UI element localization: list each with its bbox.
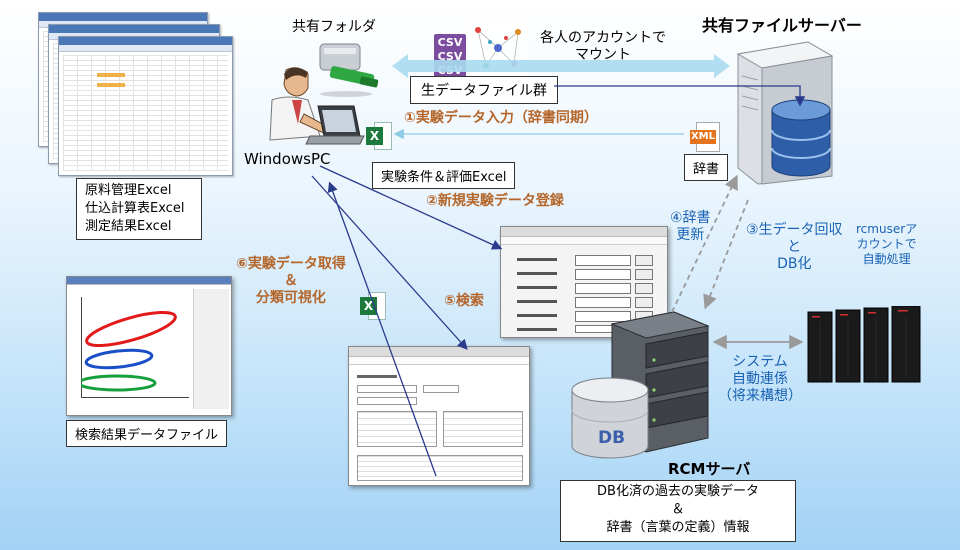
search-result-chart-screenshot — [66, 276, 232, 416]
step3-label: ③生データ回収 と DB化 — [746, 222, 843, 272]
excel-file-icon: X — [360, 292, 386, 320]
account-mount-label: 各人のアカウントで マウント — [540, 30, 666, 63]
system-link-note: システム 自動連係 （将来構想） — [718, 354, 802, 404]
step1-label: ①実験データ入力（辞書同期） — [404, 110, 598, 126]
step4-arrow — [671, 174, 738, 313]
xml-file-icon: XML — [690, 122, 720, 152]
db-label: DB — [598, 428, 626, 448]
step3-arrow — [703, 199, 749, 310]
step5-label: ⑤検索 — [444, 293, 484, 309]
database-cylinder-icon — [771, 99, 831, 177]
rcm-database-cylinder-icon — [571, 377, 649, 459]
conditions-excel-label: 実験条件＆評価Excel — [372, 162, 516, 189]
step2-label: ②新規実験データ登録 — [426, 193, 564, 209]
excel-file-icon: X — [366, 122, 392, 150]
usb-drive-icon — [319, 43, 379, 97]
excel-list-item: 仕込計算表Excel — [85, 201, 185, 216]
network-graph-image — [468, 20, 528, 76]
classification-ellipses — [81, 310, 177, 392]
csv-file-icon: CSV — [434, 34, 466, 52]
shared-file-server-label: 共有ファイルサーバー — [702, 16, 862, 35]
supercomputer-icon — [807, 306, 921, 383]
shared-folder-label: 共有フォルダ — [292, 19, 376, 35]
windows-pc-label: WindowsPC — [244, 150, 331, 168]
excel-list-item: 測定結果Excel — [85, 219, 172, 234]
step4-label: ④辞書 更新 — [670, 210, 711, 243]
db-description-box: DB化済の過去の実験データ ＆ 辞書（言葉の定義）情報 — [560, 480, 796, 542]
person-at-laptop-icon — [269, 67, 365, 145]
step6-label: ⑥実験データ取得 ＆ 分類可視化 — [236, 256, 346, 306]
search-ui-screenshot — [348, 346, 530, 486]
excel-list-item: 原料管理Excel — [85, 183, 172, 198]
raw-data-files-label: 生データファイル群 — [410, 76, 558, 104]
search-result-file-label: 検索結果データファイル — [66, 420, 228, 447]
rcmuser-note: rcmuserア カウントで 自動処理 — [856, 222, 918, 266]
rcm-server-label: RCMサーバ — [668, 460, 751, 478]
excel-list-box: 原料管理Excel 仕込計算表Excel 測定結果Excel — [76, 178, 202, 240]
excel-sheet-front — [58, 36, 233, 176]
dictionary-label: 辞書 — [684, 154, 729, 181]
